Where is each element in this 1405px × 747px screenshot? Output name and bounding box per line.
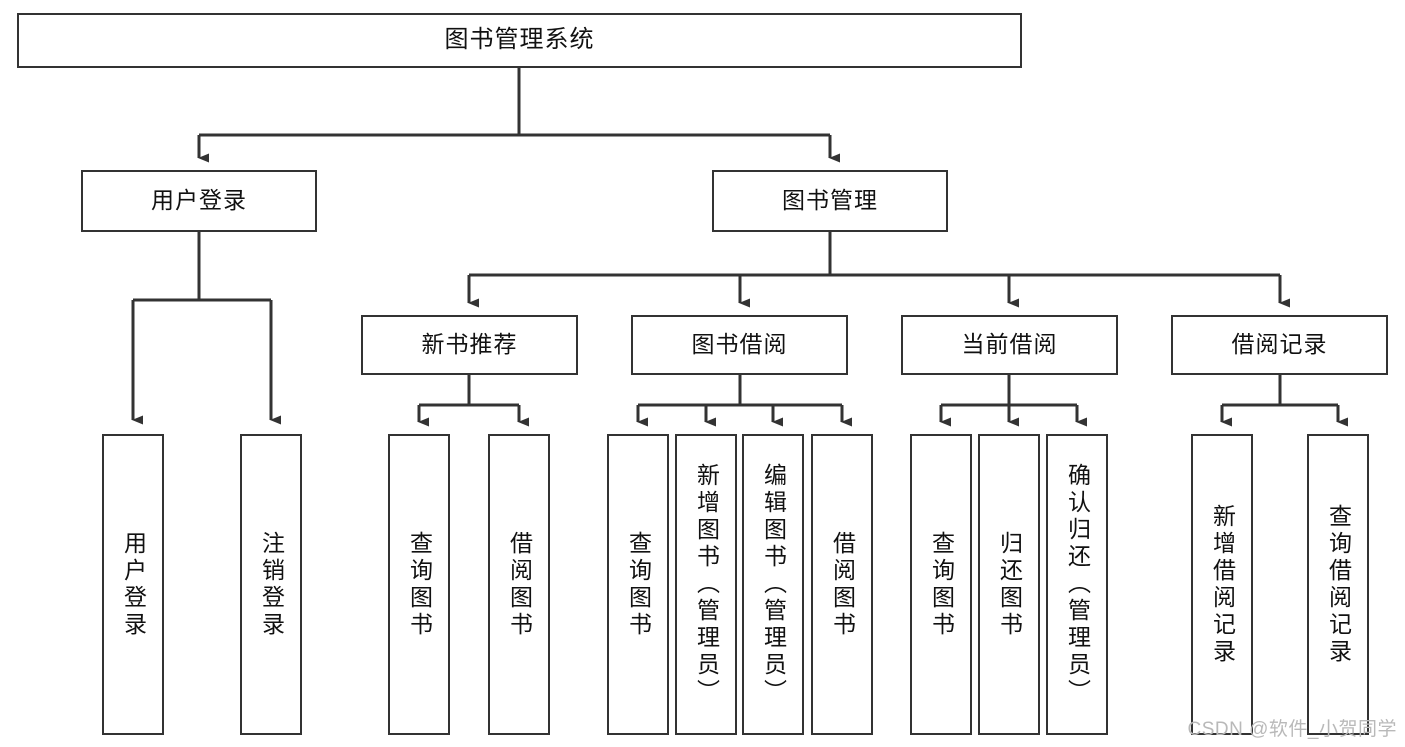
node-book-borrowing[interactable]: 图书借阅 [631,315,848,375]
node-label: 用户登录 [120,530,147,639]
node-leaf-add-borrow-record[interactable]: 新增借阅记录 [1191,434,1253,735]
node-leaf-query-books-recommend[interactable]: 查询图书 [388,434,450,735]
node-leaf-borrow-books[interactable]: 借阅图书 [811,434,873,735]
node-label: 借阅图书 [829,530,856,639]
node-label: 查询图书 [406,530,433,639]
node-leaf-borrow-books-recommend[interactable]: 借阅图书 [488,434,550,735]
watermark-text: CSDN @软件_小贺同学 [1187,719,1397,740]
node-label: 图书管理系统 [444,26,595,54]
node-book-management[interactable]: 图书管理 [712,170,948,232]
node-user-login[interactable]: 用户登录 [81,170,317,232]
node-leaf-add-book-admin[interactable]: 新增图书（管理员） [675,434,737,735]
node-leaf-query-books-current[interactable]: 查询图书 [910,434,972,735]
node-label: 查询图书 [625,530,652,639]
node-new-book-recommendation[interactable]: 新书推荐 [361,315,578,375]
node-label: 编辑图书（管理员） [760,463,787,706]
node-label: 新书推荐 [421,331,518,358]
node-leaf-logout[interactable]: 注销登录 [240,434,302,735]
node-leaf-query-books-borrow[interactable]: 查询图书 [607,434,669,735]
node-label: 图书借阅 [691,331,788,358]
node-borrow-records[interactable]: 借阅记录 [1171,315,1388,375]
node-leaf-return-books[interactable]: 归还图书 [978,434,1040,735]
node-label: 借阅记录 [1231,331,1328,358]
node-leaf-confirm-return-admin[interactable]: 确认归还（管理员） [1046,434,1108,735]
node-label: 新增图书（管理员） [693,463,720,706]
node-label: 新增借阅记录 [1209,503,1236,666]
node-label: 注销登录 [258,530,285,639]
node-leaf-edit-book-admin[interactable]: 编辑图书（管理员） [742,434,804,735]
node-label: 归还图书 [996,530,1023,639]
node-leaf-user-login[interactable]: 用户登录 [102,434,164,735]
node-current-borrowing[interactable]: 当前借阅 [901,315,1118,375]
node-label: 查询图书 [928,530,955,639]
node-label: 查询借阅记录 [1325,503,1352,666]
node-leaf-query-borrow-record[interactable]: 查询借阅记录 [1307,434,1369,735]
node-root-library-system[interactable]: 图书管理系统 [17,13,1022,68]
node-label: 确认归还（管理员） [1064,463,1091,706]
node-label: 图书管理 [782,187,878,214]
node-label: 借阅图书 [506,530,533,639]
node-label: 当前借阅 [961,331,1058,358]
node-label: 用户登录 [151,187,247,214]
